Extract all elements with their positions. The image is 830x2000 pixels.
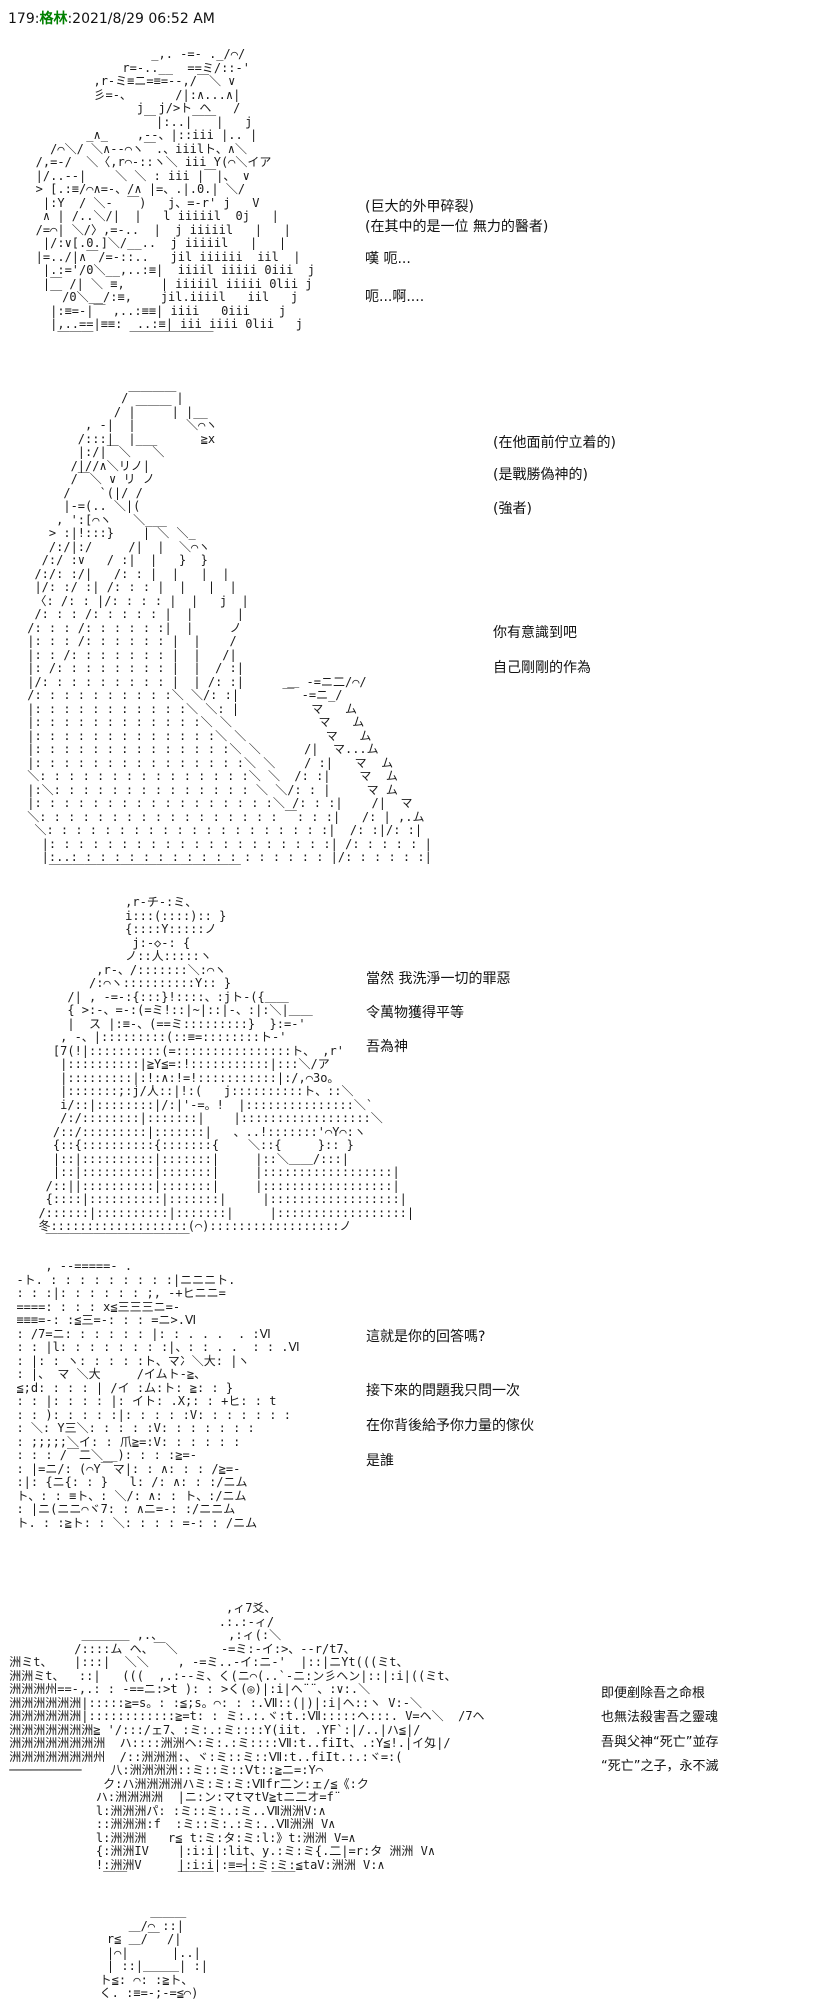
ascii-art-1: _,. -=- ._/⌒/ r=-..__ ==ミ/::-' ,r-ミ≡ニ=≡=…	[35, 47, 315, 345]
post-author: 格林	[39, 11, 68, 27]
speech-line: (是戰勝偽神的)	[493, 467, 588, 483]
post-header: 179:格林:2021/8/29 06:52 AM	[8, 8, 215, 28]
speech-line: (在其中的是一位 無力的醫者)	[365, 219, 549, 235]
speech-line: 吾為神	[366, 1039, 408, 1055]
speech-line: 也無法殺害吾之靈魂	[601, 1710, 719, 1725]
speech-line: 當然 我洗淨一切的罪惡	[366, 971, 511, 987]
ascii-art-5: ,ィ7爻、 .:.:-ィ/ ＿＿＿＿ ,.、 ,:ィ(:＼ /::::ム ヘ、￣…	[9, 1601, 485, 1885]
speech-line: “死亡”之子，永不滅	[601, 1759, 719, 1774]
speech-line: 自己剛剛的作為	[493, 660, 591, 676]
speech-line: 吾與父神“死亡”並存	[601, 1735, 719, 1750]
speech-line: 呃...啊....	[365, 289, 425, 305]
speech-line: (在他面前佇立着的)	[493, 435, 616, 451]
speech-line: 你有意識到吧	[493, 625, 577, 641]
speech-line: 這就是你的回答嗎?	[366, 1329, 486, 1345]
speech-line: (強者)	[493, 501, 532, 517]
speech-line: 是誰	[366, 1453, 394, 1469]
speech-line: 在你背後給予你力量的傢伙	[366, 1418, 534, 1434]
ascii-art-3: ,r-チ-:ミ、 i:::(::::):: } {::::Y:::::ノ j:-…	[38, 895, 415, 1247]
post-number: 179:	[8, 11, 40, 27]
ascii-art-2: /￣￣￣￣| / |￣￣￣| |__ , -| | ＼⌒ヽ /:::| |___…	[27, 391, 432, 878]
speech-line: 即便剷除吾之命根	[601, 1686, 706, 1701]
speech-line: (巨大的外甲碎裂)	[365, 199, 474, 215]
ascii-art-6: ＿＿＿ ＿/⌒ ::| r≦ ＿/￣ /| |⌒| |..| | ::|＿＿＿|…	[99, 1905, 220, 2000]
speech-line: 接下來的問題我只問一次	[366, 1383, 520, 1399]
speech-line: 嘆 呃...	[365, 251, 411, 267]
ascii-art-4: , -‐=====- . ‐ト. : : : : : : : : :|ニニニト.…	[16, 1259, 300, 1530]
speech-line: 令萬物獲得平等	[366, 1005, 464, 1021]
post-timestamp: :2021/8/29 06:52 AM	[67, 11, 215, 27]
